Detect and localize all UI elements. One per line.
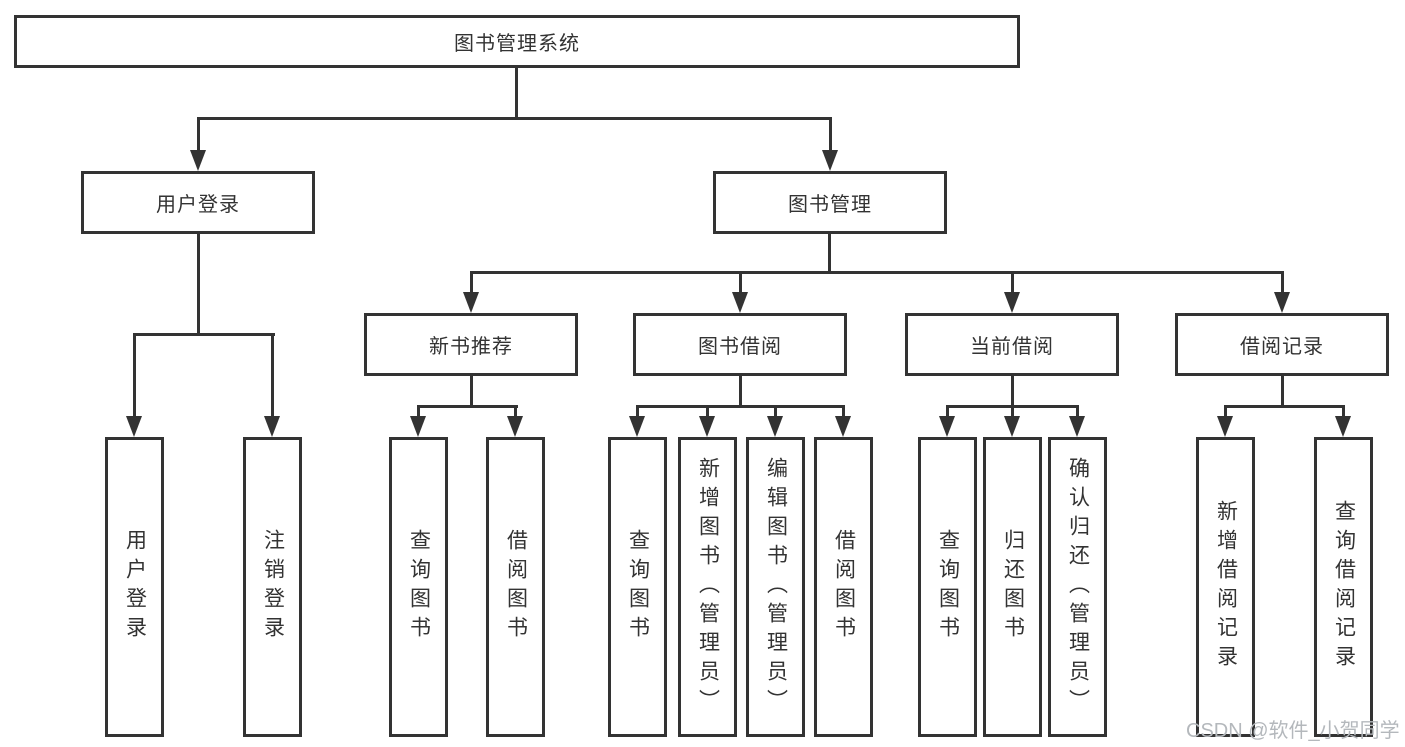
node-new-book-recommend-label: 新书推荐: [429, 336, 513, 358]
connector-current-drop-1: [946, 405, 949, 418]
node-root: 图书管理系统: [14, 15, 1020, 68]
arrow-down-icon: [126, 416, 142, 437]
connector-newbook-rail: [417, 405, 518, 408]
node-user-login-label: 用户登录: [156, 194, 240, 216]
connector-mgmt-drop-2: [739, 271, 742, 294]
leaf-borrow-books-1-label: 借阅图书: [504, 529, 528, 645]
arrow-down-icon: [629, 416, 645, 437]
node-user-login: 用户登录: [81, 171, 315, 234]
connector-root-drop-login: [197, 117, 200, 152]
leaf-add-books-admin-label: 新增图书（管理员）: [696, 456, 720, 718]
connector-newbook-stem: [470, 375, 473, 408]
leaf-query-borrow-record-label: 查询借阅记录: [1332, 500, 1356, 674]
leaf-logout: 注销登录: [243, 437, 302, 737]
arrow-down-icon: [939, 416, 955, 437]
leaf-return-books: 归还图书: [983, 437, 1042, 737]
connector-records-stem: [1281, 375, 1284, 408]
connector-records-rail: [1224, 405, 1345, 408]
csdn-watermark: CSDN @软件_小贺同学: [1186, 720, 1400, 742]
arrow-down-icon: [1069, 416, 1085, 437]
connector-borrow-rail: [636, 405, 845, 408]
leaf-query-borrow-record: 查询借阅记录: [1314, 437, 1373, 737]
leaf-query-books-2: 查询图书: [608, 437, 667, 737]
arrow-down-icon: [264, 416, 280, 437]
leaf-query-books-1: 查询图书: [389, 437, 448, 737]
arrow-down-icon: [767, 416, 783, 437]
connector-mgmt-drop-1: [470, 271, 473, 294]
connector-login-stem: [197, 233, 200, 336]
arrow-down-icon: [732, 292, 748, 313]
leaf-logout-label: 注销登录: [261, 529, 285, 645]
node-root-label: 图书管理系统: [454, 33, 580, 55]
arrow-down-icon: [410, 416, 426, 437]
leaf-add-borrow-record: 新增借阅记录: [1196, 437, 1255, 737]
connector-login-drop-1: [133, 333, 136, 418]
leaf-query-books-2-label: 查询图书: [626, 529, 650, 645]
leaf-borrow-books-2-label: 借阅图书: [832, 529, 856, 645]
connector-current-stem: [1011, 375, 1014, 408]
leaf-borrow-books-1: 借阅图书: [486, 437, 545, 737]
node-borrow-records-label: 借阅记录: [1240, 336, 1324, 358]
connector-newbook-drop-2: [514, 405, 517, 418]
arrow-down-icon: [1274, 292, 1290, 313]
arrow-down-icon: [463, 292, 479, 313]
leaf-edit-books-admin: 编辑图书（管理员）: [746, 437, 805, 737]
arrow-down-icon: [507, 416, 523, 437]
leaf-user-login: 用户登录: [105, 437, 164, 737]
connector-mgmt-drop-4: [1281, 271, 1284, 294]
connector-root-drop-mgmt: [829, 117, 832, 152]
connector-current-drop-3: [1076, 405, 1079, 418]
connector-borrow-drop-1: [636, 405, 639, 418]
connector-records-drop-2: [1342, 405, 1345, 418]
leaf-query-books-3: 查询图书: [918, 437, 977, 737]
connector-borrow-drop-2: [706, 405, 709, 418]
node-new-book-recommend: 新书推荐: [364, 313, 578, 376]
connector-root-rail: [197, 117, 832, 120]
arrow-down-icon: [1217, 416, 1233, 437]
node-book-management-label: 图书管理: [788, 194, 872, 216]
node-book-borrow: 图书借阅: [633, 313, 847, 376]
leaf-confirm-return-admin-label: 确认归还（管理员）: [1066, 456, 1090, 718]
leaf-add-books-admin: 新增图书（管理员）: [678, 437, 737, 737]
connector-login-drop-2: [271, 333, 274, 418]
connector-mgmt-drop-3: [1011, 271, 1014, 294]
connector-borrow-drop-3: [774, 405, 777, 418]
leaf-confirm-return-admin: 确认归还（管理员）: [1048, 437, 1107, 737]
leaf-query-books-3-label: 查询图书: [936, 529, 960, 645]
arrow-down-icon: [699, 416, 715, 437]
arrow-down-icon: [1004, 416, 1020, 437]
node-borrow-records: 借阅记录: [1175, 313, 1389, 376]
connector-mgmt-rail: [470, 271, 1284, 274]
arrow-down-icon: [835, 416, 851, 437]
node-current-borrow: 当前借阅: [905, 313, 1119, 376]
connector-records-drop-1: [1224, 405, 1227, 418]
arrow-down-icon: [190, 150, 206, 171]
leaf-user-login-label: 用户登录: [123, 529, 147, 645]
leaf-return-books-label: 归还图书: [1001, 529, 1025, 645]
node-book-management: 图书管理: [713, 171, 947, 234]
connector-mgmt-stem: [828, 233, 831, 274]
connector-borrow-stem: [739, 375, 742, 408]
connector-current-drop-2: [1011, 405, 1014, 418]
connector-root-stem: [515, 68, 518, 118]
leaf-edit-books-admin-label: 编辑图书（管理员）: [764, 456, 788, 718]
connector-borrow-drop-4: [842, 405, 845, 418]
arrow-down-icon: [1004, 292, 1020, 313]
node-book-borrow-label: 图书借阅: [698, 336, 782, 358]
connector-login-rail: [133, 333, 275, 336]
leaf-borrow-books-2: 借阅图书: [814, 437, 873, 737]
node-current-borrow-label: 当前借阅: [970, 336, 1054, 358]
arrow-down-icon: [822, 150, 838, 171]
arrow-down-icon: [1335, 416, 1351, 437]
leaf-query-books-1-label: 查询图书: [407, 529, 431, 645]
leaf-add-borrow-record-label: 新增借阅记录: [1214, 500, 1238, 674]
connector-newbook-drop-1: [417, 405, 420, 418]
